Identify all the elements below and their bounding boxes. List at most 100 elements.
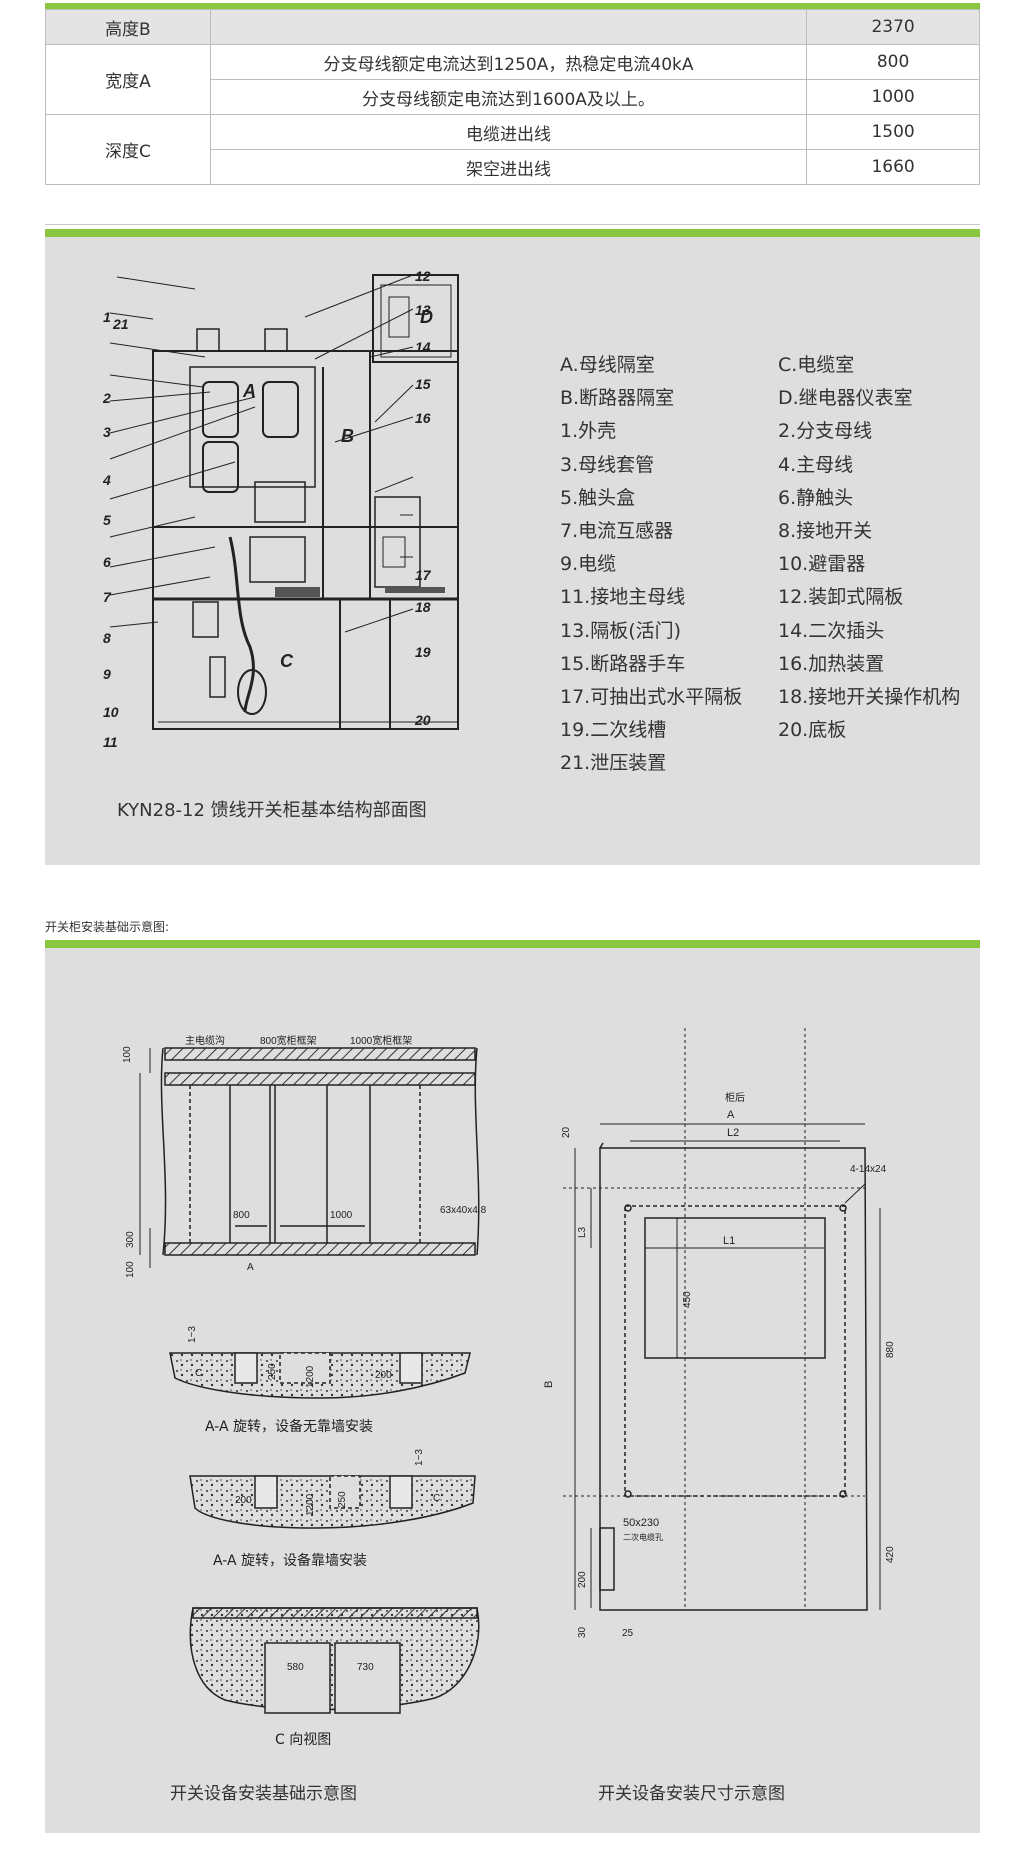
plan-label-main: 主电缆沟: [185, 1034, 225, 1047]
dim-l1: L1: [723, 1235, 735, 1247]
s2-dim-1200: 1200: [305, 1493, 316, 1516]
legend-item: D.继电器仪表室: [778, 387, 913, 410]
legend-item: 14.二次插头: [778, 619, 885, 642]
plan-dim-100-top: 100: [122, 1046, 133, 1063]
install-diagrams: 主电缆沟 800宽柜框架 1000宽柜框架 63x40x4.8 800 1000…: [122, 1028, 896, 1748]
callout-18: 18: [415, 599, 431, 615]
legend-left: A.母线隔室 B.断路器隔室 1.外壳 3.母线套管 5.触头盒 7.电流互感器…: [560, 349, 742, 780]
callout-6: 6: [103, 554, 111, 570]
dim-25: 25: [622, 1628, 634, 1639]
row-label: 宽度A: [45, 44, 211, 115]
legend-item: 3.母线套管: [560, 453, 655, 476]
structure-panel: [45, 237, 980, 865]
row-value: 1500: [806, 114, 980, 150]
callout-21: 21: [112, 316, 129, 332]
legend-item: 11.接地主母线: [560, 586, 686, 609]
dim-rear: 柜后: [725, 1091, 745, 1104]
callout-5: 5: [103, 512, 111, 528]
table-row: 高度B 2370: [45, 9, 980, 45]
legend-right: C.电缆室 D.继电器仪表室 2.分支母线 4.主母线 6.静触头 8.接地开关…: [778, 349, 960, 747]
callout-16: 16: [415, 410, 431, 426]
legend-item: 20.底板: [778, 719, 847, 742]
row-value: 1000: [806, 79, 980, 115]
dim-20: 20: [561, 1126, 572, 1138]
legend-item: 18.接地开关操作机构: [778, 685, 961, 708]
legend-item: 6.静触头: [778, 486, 854, 509]
dim-30: 30: [577, 1626, 588, 1638]
legend-item: 15.断路器手车: [560, 652, 686, 675]
plan-dim-100-bot: 100: [125, 1261, 136, 1278]
s2-caption: A-A 旋转，设备靠墙安装: [213, 1552, 367, 1569]
install-heading: 开关柜安装基础示意图:: [45, 920, 170, 934]
s2-dim-13: 1~3: [414, 1449, 425, 1466]
legend-item: 21.泄压装置: [560, 752, 667, 775]
table-row: 分支母线额定电流达到1600A及以上。 1000: [46, 79, 980, 115]
dim-b: B: [543, 1381, 555, 1388]
callout-7: 7: [103, 589, 112, 605]
plan-dim-300: 300: [125, 1231, 136, 1248]
dim-450: 450: [682, 1291, 693, 1308]
dim-a: A: [727, 1109, 735, 1121]
s3-dim-580: 580: [287, 1662, 304, 1673]
s2-dim-250: 250: [337, 1491, 348, 1508]
s1-dim-1200: 1200: [305, 1365, 316, 1388]
callout-14: 14: [415, 339, 431, 355]
legend-item: 4.主母线: [778, 453, 854, 476]
dim-880: 880: [885, 1341, 896, 1358]
legend-item: 5.触头盒: [560, 486, 636, 509]
legend-item: 10.避雷器: [778, 553, 866, 576]
row-value: 1660: [806, 149, 980, 185]
legend-item: 12.装卸式隔板: [778, 586, 904, 609]
dim-420: 420: [885, 1546, 896, 1563]
s1-dim-250: 250: [267, 1363, 278, 1380]
label-c: C: [280, 651, 294, 671]
legend-item: 17.可抽出式水平隔板: [560, 685, 743, 708]
dim-200: 200: [577, 1571, 588, 1588]
s1-caption: A-A 旋转，设备无靠墙安装: [205, 1418, 373, 1435]
top-green-bar: [45, 3, 980, 9]
legend-item: 9.电缆: [560, 553, 617, 576]
section-green-bar: [45, 229, 980, 237]
plan-dim-1000: 1000: [330, 1210, 353, 1221]
install-caption-right: 开关设备安装尺寸示意图: [598, 1784, 785, 1804]
callout-11: 11: [103, 734, 118, 750]
table-row: 深度C 电缆进出线 1500: [45, 114, 980, 185]
divider: [45, 224, 980, 225]
callout-20: 20: [414, 712, 431, 728]
plan-label-steel: 63x40x4.8: [440, 1205, 487, 1216]
plan-section-a: A: [247, 1262, 254, 1273]
s1-dim-13: 1~3: [187, 1326, 198, 1343]
legend-item: 16.加热装置: [778, 652, 885, 675]
callout-13: 13: [415, 302, 431, 318]
row-label: 高度B: [45, 9, 211, 45]
legend-item: 2.分支母线: [778, 420, 873, 443]
dim-holes: 4-14x24: [850, 1164, 887, 1175]
legend-item: 1.外壳: [560, 420, 617, 443]
callout-4: 4: [102, 472, 111, 488]
install-caption-left: 开关设备安装基础示意图: [170, 1784, 357, 1804]
s3-dim-730: 730: [357, 1662, 374, 1673]
row-value: 2370: [806, 9, 980, 45]
dimension-table: 高度B 2370 宽度A 分支母线额定电流达到1250A，热稳定电流40kA 8…: [45, 9, 980, 185]
row-desc: [209, 9, 808, 45]
plan-label-1000: 1000宽柜框架: [350, 1034, 412, 1047]
plan-dim-800: 800: [233, 1210, 250, 1221]
s2-dim-200: 200: [235, 1495, 252, 1506]
callout-9: 9: [103, 666, 111, 682]
structure-caption: KYN28-12 馈线开关柜基本结构部面图: [117, 800, 427, 821]
s3-caption: C 向视图: [275, 1732, 331, 1748]
row-value: 800: [806, 44, 980, 80]
callout-19: 19: [415, 644, 431, 660]
row-desc: 分支母线额定电流达到1250A，热稳定电流40kA: [209, 44, 808, 80]
label-b: B: [341, 426, 354, 446]
callout-12: 12: [415, 268, 431, 284]
callout-10: 10: [103, 704, 119, 720]
row-label: 深度C: [45, 114, 211, 185]
section-green-bar-2: [45, 940, 980, 948]
s2-dim-c: C: [433, 1493, 440, 1504]
dim-slot-note: 二次电缆孔: [623, 1532, 663, 1542]
legend-item: 13.隔板(活门): [560, 619, 682, 642]
row-desc: 架空进出线: [209, 149, 808, 185]
table-row: 宽度A 分支母线额定电流达到1250A，热稳定电流40kA 800: [45, 44, 980, 115]
